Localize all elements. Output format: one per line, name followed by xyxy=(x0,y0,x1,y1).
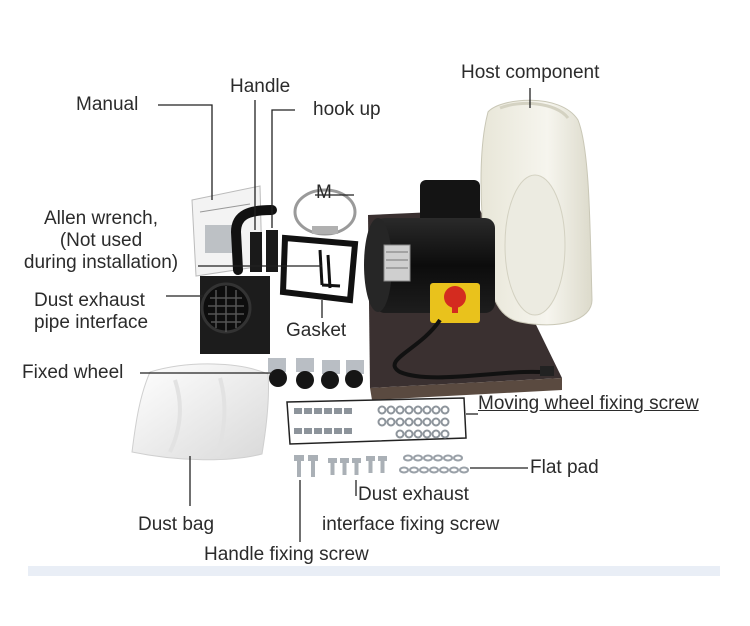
label-flat-pad: Flat pad xyxy=(530,457,599,478)
label-m: M xyxy=(316,182,332,203)
wheels xyxy=(268,358,364,389)
label-allen-wrench-line2: (Not used xyxy=(59,230,143,251)
label-allen-wrench-line1: Allen wrench, xyxy=(43,208,159,229)
leader-lines xyxy=(140,88,531,542)
gasket-part xyxy=(279,234,359,304)
label-allen-wrench: Allen wrench, (Not used during installat… xyxy=(6,208,196,274)
label-dust-exhaust-pipe-line1: Dust exhaust xyxy=(34,290,145,311)
moving-wheel-screws xyxy=(286,397,467,445)
host-component xyxy=(480,99,593,326)
label-handle-fixing-screw: Handle fixing screw xyxy=(204,544,369,565)
label-dust-exhaust-screw-line1: Dust exhaust xyxy=(358,484,469,505)
label-gasket: Gasket xyxy=(286,320,347,341)
label-dust-bag: Dust bag xyxy=(138,514,215,535)
label-dust-exhaust-pipe: Dust exhaust pipe interface xyxy=(34,290,148,334)
flat-pads xyxy=(399,454,469,474)
label-dust-exhaust-screw-line2: interface fixing screw xyxy=(322,514,500,535)
label-handle: Handle xyxy=(230,76,291,97)
dust-bag xyxy=(131,363,270,461)
label-host-component: Host component xyxy=(461,62,600,83)
bolts xyxy=(294,455,387,477)
manual-booklet xyxy=(191,185,263,277)
label-allen-wrench-line3: during installation) xyxy=(23,252,179,273)
label-hook-up: hook up xyxy=(313,99,381,120)
motor xyxy=(364,180,554,380)
hook-ring xyxy=(293,188,357,236)
label-dust-exhaust-screw: Dust exhaust interface fixing screw xyxy=(322,484,499,536)
handle-part xyxy=(230,205,278,275)
exhaust-interface xyxy=(200,276,270,354)
label-manual: Manual xyxy=(76,94,139,115)
label-dust-exhaust-pipe-line2: pipe interface xyxy=(34,312,149,333)
label-fixed-wheel: Fixed wheel xyxy=(22,362,124,383)
bottom-strip xyxy=(28,566,720,576)
label-moving-wheel-screw: Moving wheel fixing screw xyxy=(478,393,699,414)
